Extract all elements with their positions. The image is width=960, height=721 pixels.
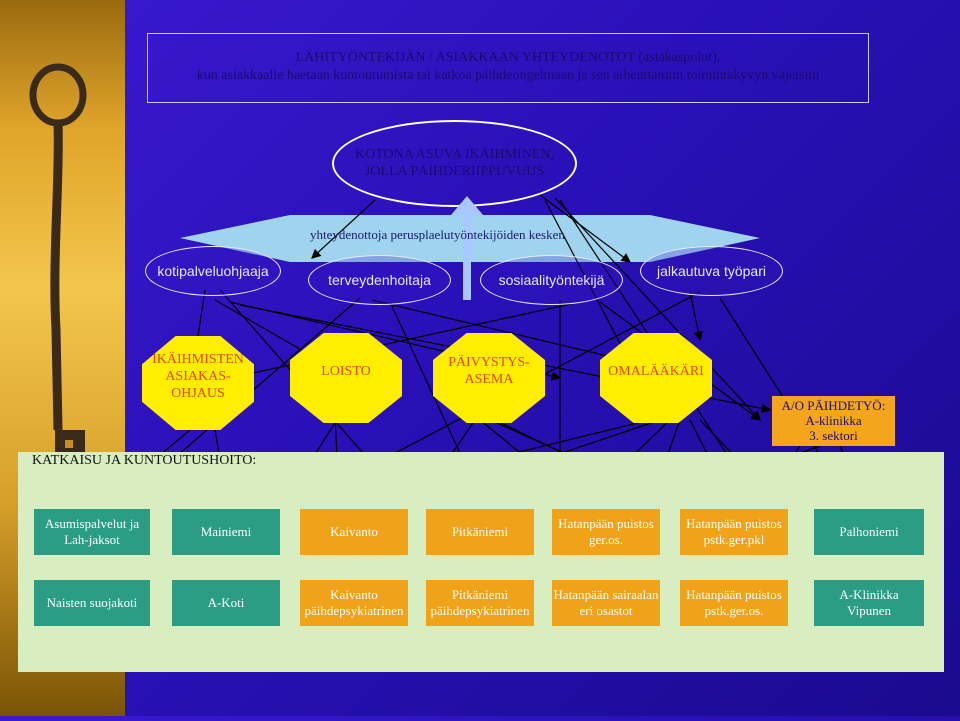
service-line: ASEMA — [464, 372, 514, 387]
start-node-line-2: JOLLA PÄIHDERIIPPUVUUS — [364, 164, 545, 179]
service-ikaihmisten-asiakasohjaus: IKÄIHMISTEN ASIAKAS- OHJAUS — [142, 336, 254, 430]
recovery-option: Kaivanto — [300, 509, 408, 555]
option-line: Hatanpään puistos — [686, 587, 782, 602]
cooperation-label: yhteydenottoja perusplaelutyöntekijöiden… — [310, 227, 565, 242]
worker-label: kotipalveluohjaaja — [157, 263, 269, 279]
service-line: IKÄIHMISTEN — [152, 351, 244, 367]
recovery-option: Naisten suojakoti — [34, 580, 150, 626]
service-line: LOISTO — [321, 363, 371, 379]
recovery-label: KATKAISU JA KUNTOUTUSHOITO: — [32, 453, 257, 468]
service-omalaakari: OMALÄÄKÄRI — [600, 333, 712, 423]
worker-label: terveydenhoitaja — [328, 272, 431, 288]
key-icon — [29, 63, 87, 452]
start-node-ellipse: KOTONA ASUVA IKÄIHMINEN, JOLLA PÄIHDERII… — [332, 120, 577, 207]
option-line: Pitkäniemi — [451, 587, 509, 602]
option-line: Pitkäniemi — [451, 524, 509, 539]
option-line: Asumispalvelut ja — [44, 516, 140, 531]
header-line-1: LÄHITYÖNTEKIJÄN / ASIAKKAAN YHTEYDENOTOT… — [295, 50, 721, 65]
recovery-option: Mainiemi — [172, 509, 280, 555]
option-line: eri osastot — [579, 603, 633, 618]
service-paivystysasema: PÄIVYSTYS- ASEMA — [433, 333, 545, 423]
option-line: A-Koti — [207, 595, 245, 610]
option-line: Hatanpään sairaalan — [553, 587, 659, 602]
option-line: A-Klinikka — [839, 587, 899, 602]
service-line: PÄIVYSTYS- — [448, 355, 530, 370]
worker-kotipalveluohjaaja: kotipalveluohjaaja — [145, 246, 281, 296]
recovery-option: Palhoniemi — [814, 509, 924, 555]
service-loisto: LOISTO — [290, 333, 402, 423]
substance-line-3: 3. sektori — [809, 428, 858, 443]
option-line: Kaivanto — [330, 524, 378, 539]
option-line: Kaivanto — [330, 587, 378, 602]
substance-line-1: A/O PÄIHDETYÖ: — [781, 398, 886, 413]
service-label: IKÄIHMISTEN ASIAKAS- OHJAUS — [152, 351, 244, 402]
service-line: OHJAUS — [171, 385, 225, 401]
service-label: PÄIVYSTYS- ASEMA — [448, 354, 530, 388]
recovery-option: A-Koti — [172, 580, 280, 626]
option-line: Mainiemi — [200, 524, 252, 539]
start-node-line-1: KOTONA ASUVA IKÄIHMINEN, — [355, 147, 554, 162]
option-line: Lah-jaksot — [64, 532, 120, 547]
worker-label: jalkautuva työpari — [657, 263, 766, 279]
substance-work-box: A/O PÄIHDETYÖ: A-klinikka 3. sektori — [772, 396, 895, 446]
option-line: ger.os. — [589, 532, 623, 547]
option-line: Hatanpään puistos — [558, 516, 654, 531]
option-line: Palhoniemi — [839, 524, 899, 539]
option-line: päihdepsykiatrinen — [304, 603, 404, 618]
header-line-2: kun asiakkaalle haetaan kuntoutumista ta… — [196, 68, 820, 83]
recovery-panel — [18, 452, 944, 672]
option-line: Naisten suojakoti — [46, 595, 138, 610]
option-line: pstk.ger.os. — [704, 603, 764, 618]
service-line: OMALÄÄKÄRI — [608, 363, 704, 379]
substance-line-2: A-klinikka — [805, 413, 862, 428]
option-line: pstk.ger.pkl — [703, 532, 765, 547]
recovery-option: Pitkäniemi — [426, 509, 534, 555]
worker-jalkautuva-tyopari: jalkautuva työpari — [640, 246, 783, 296]
worker-label: sosiaalityöntekijä — [498, 272, 605, 288]
worker-sosiaalityontekija: sosiaalityöntekijä — [480, 255, 623, 305]
option-line: päihdepsykiatrinen — [430, 603, 530, 618]
worker-terveydenhoitaja: terveydenhoitaja — [308, 255, 451, 305]
header-box: LÄHITYÖNTEKIJÄN / ASIAKKAAN YHTEYDENOTOT… — [147, 33, 869, 103]
service-line: ASIAKAS- — [165, 368, 231, 384]
option-line: Vipunen — [847, 603, 891, 618]
option-line: Hatanpään puistos — [686, 516, 782, 531]
